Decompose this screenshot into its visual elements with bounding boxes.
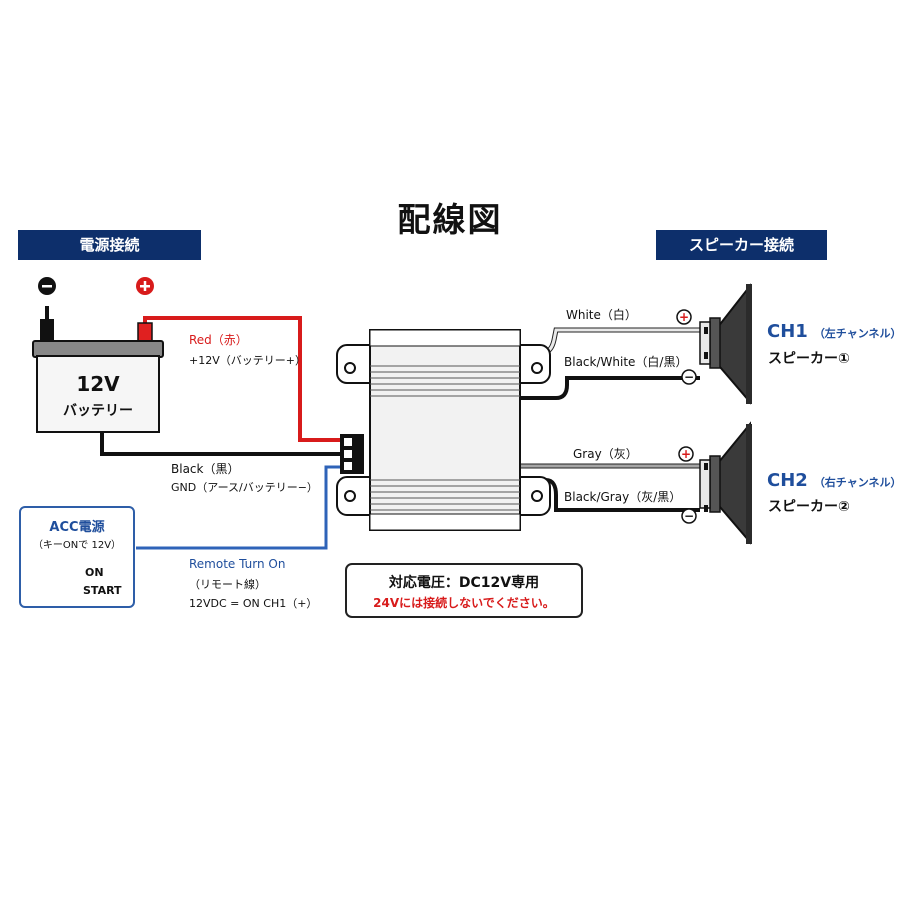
ch2-minus-symbol: − [684, 509, 694, 523]
black-wire [100, 432, 346, 456]
section-power-label: 電源接続 [18, 230, 201, 260]
ch1-plus-icon: + [676, 309, 692, 325]
acc-on-label: ON [85, 566, 104, 579]
ch1-title: CH1 [767, 321, 808, 342]
ch2-minus-icon: − [681, 508, 697, 524]
ch1-note: （左チャンネル） [813, 327, 900, 340]
section-speaker-label: スピーカー接続 [656, 230, 827, 260]
ch2-plus-symbol: + [681, 447, 691, 461]
battery-voltage: 12V [76, 372, 120, 396]
ch2-note: （右チャンネル） [813, 476, 900, 489]
ch1-minus-icon: − [681, 369, 697, 385]
battery [32, 277, 164, 433]
black-wire-label: Black（黒） [171, 462, 240, 476]
notice-line1: 対応電圧：DC12V専用 [388, 575, 540, 591]
battery-name: バッテリー [63, 403, 133, 419]
black-wire-desc: GND（アース/バッテリー−） [171, 481, 318, 494]
red-wire-label: Red（赤） [189, 333, 248, 347]
remote-wire-desc1: （リモート線） [189, 578, 266, 591]
white-wire-label: White（白） [566, 308, 637, 322]
blue-wire [136, 465, 346, 550]
voltage-notice: 対応電圧：DC12V専用 24Vには接続しないでください。 [345, 563, 583, 618]
acc-power-box: ACC電源 （キーONで 12V） ON START [19, 506, 135, 608]
black-gray-wire-label: Black/Gray（灰/黒） [564, 490, 682, 504]
ch1-minus-symbol: − [684, 370, 694, 384]
ch1-subtitle: スピーカー① [768, 351, 850, 367]
ch1-plus-symbol: + [679, 310, 689, 324]
page-title: 配線図 [397, 200, 503, 239]
notice-line2: 24Vには接続しないでください。 [373, 596, 555, 610]
acc-start-label: START [83, 584, 122, 597]
ch2-plus-icon: + [678, 446, 694, 462]
ch2-title: CH2 [767, 470, 808, 491]
speaker-ch2 [699, 421, 752, 545]
ch2-subtitle: スピーカー② [768, 499, 850, 515]
red-wire-desc: +12V（バッテリー+） [189, 354, 306, 367]
remote-wire-label: Remote Turn On [189, 557, 286, 571]
black-white-wire-label: Black/White（白/黒） [564, 355, 688, 369]
black-white-wire [520, 376, 700, 400]
gray-wire-label: Gray（灰） [573, 447, 638, 461]
amplifier [336, 329, 551, 531]
acc-subtitle: （キーONで 12V） [32, 540, 122, 551]
remote-wire-desc2: 12VDC = ON CH1（+） [189, 597, 318, 610]
ch1-label: CH1 （左チャンネル） [767, 321, 900, 342]
acc-title: ACC電源 [49, 520, 105, 535]
speaker-ch1 [699, 283, 752, 405]
ch2-label: CH2 （右チャンネル） [767, 470, 900, 491]
